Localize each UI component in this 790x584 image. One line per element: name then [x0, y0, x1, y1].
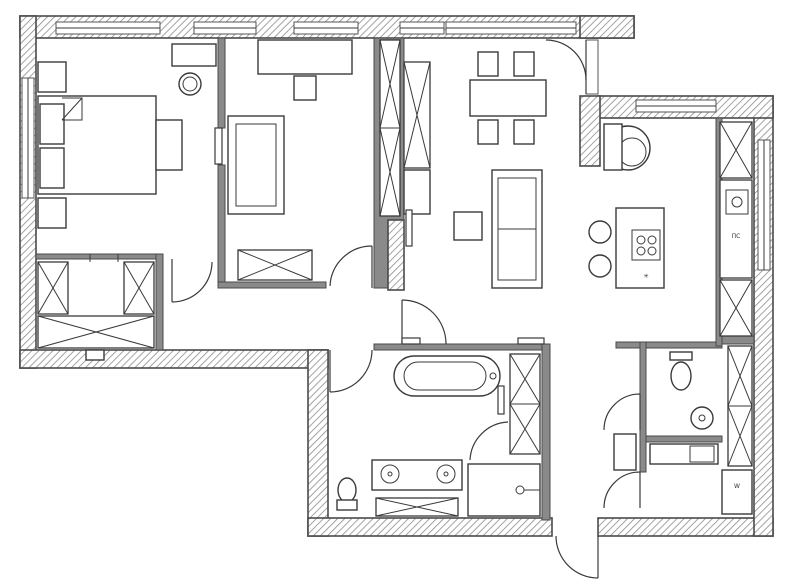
wall-bottom-right	[597, 517, 774, 537]
study-chair	[293, 75, 317, 101]
pillow-top	[39, 103, 65, 145]
kitchen-counter	[719, 179, 753, 279]
vanity	[371, 459, 463, 491]
laundry-door-swing	[603, 471, 641, 509]
kitchen-sink	[725, 189, 749, 215]
pillow-bottom	[39, 147, 65, 189]
study-door-swing	[329, 245, 373, 287]
wc-toilet	[670, 361, 692, 391]
window-balcony	[585, 39, 599, 95]
wall-top-corner	[579, 15, 635, 39]
wall-bathroom-left	[307, 349, 329, 537]
wall-wc-top	[615, 341, 723, 349]
entrance-door-swing	[555, 535, 599, 579]
study-wall-door	[214, 127, 223, 165]
bedroom-desk	[171, 43, 217, 67]
dining-chair-1	[477, 51, 499, 77]
bath-toilet-tank	[336, 499, 358, 511]
wall-bath-top	[373, 343, 551, 351]
wall-kitchen-step	[579, 95, 601, 167]
dining-table	[469, 79, 547, 117]
bar-stool-2	[588, 254, 612, 278]
bed-blanket-fold	[62, 97, 83, 121]
hallway	[329, 299, 641, 579]
bath-door-swing	[329, 349, 373, 393]
laundry-sink	[689, 445, 715, 463]
living-panel	[405, 209, 413, 247]
wall-bedroom-study-upper	[217, 37, 226, 129]
washer-label: W	[734, 483, 740, 490]
hall-shoe-cabinet	[613, 433, 637, 471]
closet-door-swing	[171, 261, 213, 303]
bedroom	[37, 43, 217, 229]
basin-1	[380, 464, 400, 484]
bathroom	[336, 353, 541, 517]
basin-2	[436, 464, 456, 484]
wall-study-bottom	[217, 281, 327, 289]
bath-panel	[497, 385, 505, 415]
dining-chair-3	[477, 119, 499, 145]
washing-machine	[721, 469, 753, 515]
tv-console	[403, 169, 431, 215]
bathtub	[393, 355, 501, 397]
island-cooktop	[631, 229, 661, 261]
wall-bedroom-bottom	[19, 349, 329, 369]
wall-bathroom-bottom	[307, 517, 553, 537]
shower-door-swing	[469, 421, 509, 461]
wall-wc-bottom	[645, 435, 723, 443]
living-wardrobe	[379, 39, 431, 247]
wall-wardrobe-top	[721, 335, 755, 345]
wc-laundry: W	[649, 345, 753, 515]
nightstand-top	[37, 61, 67, 93]
bedroom-radiator	[85, 349, 105, 361]
wc-door-swing	[603, 393, 641, 431]
exterior-walls	[19, 15, 774, 537]
wc-basin	[690, 406, 714, 430]
wall-wc-left	[639, 341, 647, 473]
bedroom-closet	[37, 254, 213, 361]
oven-label: ПС	[732, 233, 741, 240]
dining-chair-2	[513, 51, 535, 77]
bathtub-faucet	[489, 372, 497, 380]
wall-bath-right	[541, 343, 551, 521]
bench	[155, 119, 183, 171]
wall-bedroom-study-lower	[217, 164, 226, 289]
kitchen-island	[615, 207, 665, 289]
nightstand-bottom	[37, 197, 67, 229]
windows	[21, 21, 771, 271]
dining-chair-4	[513, 119, 535, 145]
coffee-table	[453, 211, 483, 241]
study	[214, 39, 373, 288]
wc-toilet-tank	[669, 351, 693, 361]
study-desk	[257, 39, 353, 75]
wall-closet-right	[155, 253, 164, 351]
balcony-door-swing	[545, 39, 587, 81]
laundry-counter	[649, 443, 719, 465]
hall-door-swing	[401, 299, 447, 345]
wall-living-pillar	[387, 219, 405, 291]
bedroom-chair	[178, 72, 202, 96]
bar-stool-1	[588, 220, 612, 244]
wall-closet-top	[35, 253, 161, 260]
kitchen: ✳ ПС	[588, 121, 753, 337]
living-dining	[453, 39, 587, 289]
wardrobe-door-stop	[517, 337, 545, 345]
kitchen-bench	[603, 123, 623, 171]
bath-door-stop	[401, 337, 421, 345]
island-fan-icon: ✳	[643, 273, 648, 280]
bath-toilet	[337, 477, 357, 503]
study-sofa	[227, 115, 285, 215]
